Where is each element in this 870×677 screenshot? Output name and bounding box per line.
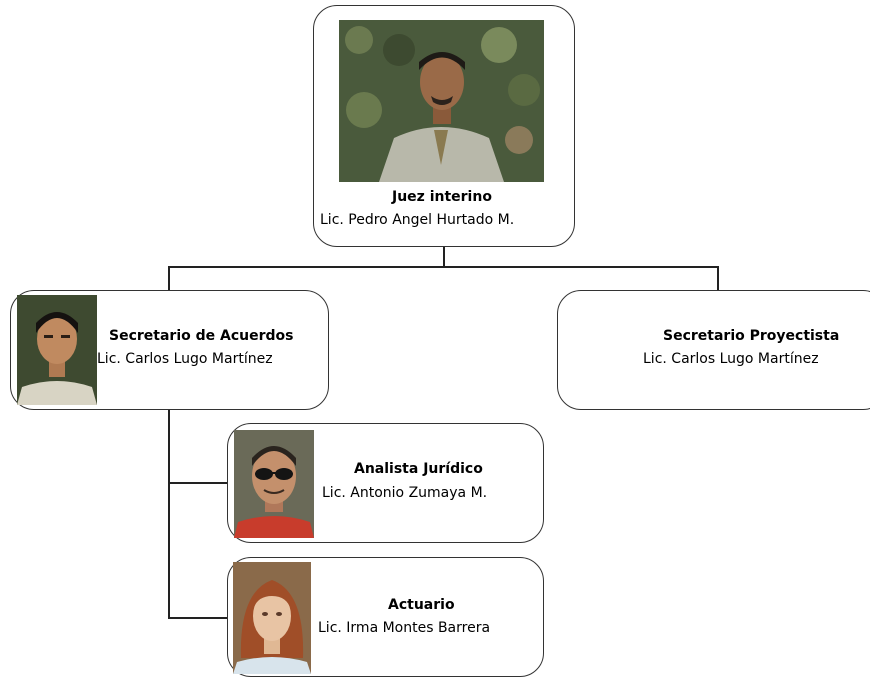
secretario-proyectista-name: Lic. Carlos Lugo Martínez — [643, 351, 819, 367]
secretario-acuerdos-node[interactable]: Secretario de Acuerdos Lic. Carlos Lugo … — [10, 290, 329, 410]
secretario-acuerdos-role: Secretario de Acuerdos — [109, 328, 294, 344]
actuario-name: Lic. Irma Montes Barrera — [318, 620, 491, 636]
connector-judge-down — [443, 247, 445, 267]
judge-name: Lic. Pedro Angel Hurtado M. — [320, 212, 515, 228]
secretario-proyectista-node[interactable]: Secretario Proyectista Lic. Carlos Lugo … — [557, 290, 870, 410]
judge-role: Juez interino — [392, 189, 492, 205]
connector-left-down — [168, 266, 170, 290]
connector-horizontal — [168, 266, 718, 268]
analista-role: Analista Jurídico — [354, 461, 483, 477]
secretario-proyectista-role: Secretario Proyectista — [663, 328, 840, 344]
secretario-acuerdos-name: Lic. Carlos Lugo Martínez — [97, 351, 273, 367]
actuario-node[interactable]: Actuario Lic. Irma Montes Barrera — [227, 557, 544, 677]
analista-photo — [234, 430, 314, 538]
connector-analista — [168, 482, 227, 484]
connector-right-down — [717, 266, 719, 290]
actuario-role: Actuario — [388, 597, 455, 613]
connector-actuario — [168, 617, 227, 619]
analista-node[interactable]: Analista Jurídico Lic. Antonio Zumaya M. — [227, 423, 544, 543]
analista-name: Lic. Antonio Zumaya M. — [322, 485, 488, 501]
judge-node[interactable]: Juez interino Lic. Pedro Angel Hurtado M… — [313, 5, 575, 247]
actuario-photo — [233, 562, 311, 674]
secretario-acuerdos-photo — [17, 295, 97, 405]
judge-photo — [339, 20, 544, 182]
connector-acuerdos-vertical — [168, 410, 170, 618]
